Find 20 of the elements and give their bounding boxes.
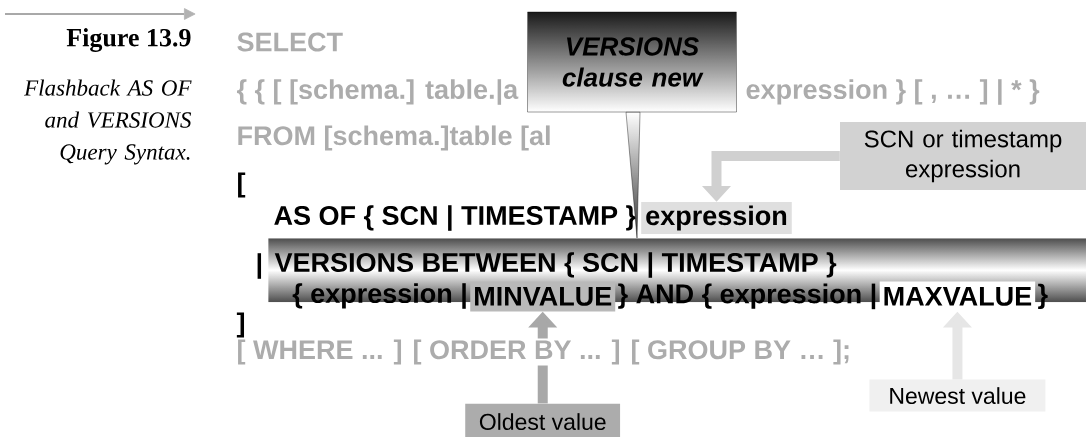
bracket-text: ] xyxy=(236,312,244,338)
highlight-box: MAXVALUE xyxy=(879,281,1036,312)
node-label: MINVALUE xyxy=(475,286,612,306)
code-line: expression } [ , … ] | * } xyxy=(746,79,1040,105)
figure-number: Figure 13.9 xyxy=(66,28,191,52)
note-box: Oldest value xyxy=(465,403,621,437)
node-label: MAXVALUE xyxy=(884,286,1032,306)
note-box: Newest value xyxy=(869,379,1046,412)
highlight-box: expression xyxy=(641,202,792,234)
highlight-box: MINVALUE xyxy=(470,281,616,312)
bracket-text: [ xyxy=(238,172,246,198)
figure-caption: Flashback AS OF and VERSIONS Query Syntax. xyxy=(24,79,192,165)
note-box: SCN or timestamp expression xyxy=(840,122,1086,190)
syntax-text: VERSIONS BETWEEN { SCN | TIMESTAMP } xyxy=(274,252,837,278)
callout-box: VERSIONS clause new xyxy=(527,11,737,113)
code-line: SELECT xyxy=(237,32,343,52)
code-line: AS OF { SCN | TIMESTAMP } xyxy=(274,205,636,231)
callout-pointer xyxy=(625,112,641,239)
code-line: FROM [schema.]table [al xyxy=(238,125,550,151)
bar-text: | xyxy=(257,253,262,279)
